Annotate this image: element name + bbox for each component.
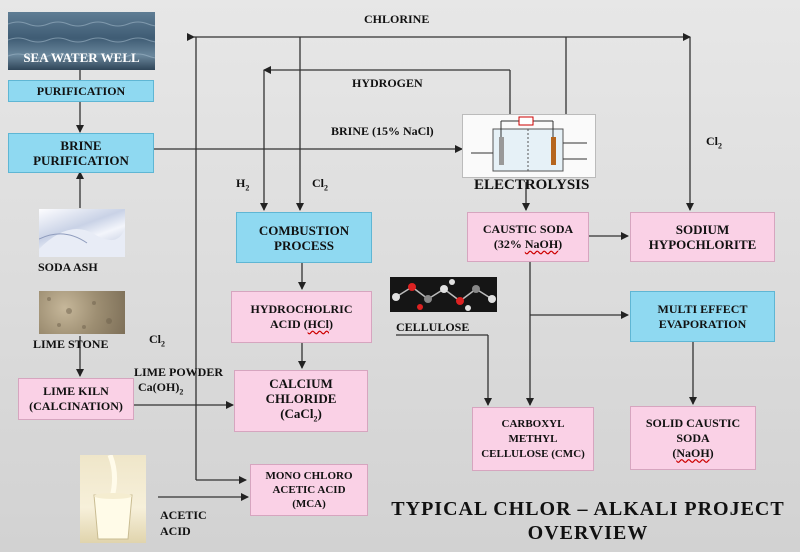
cl2-left-text: Cl [312, 176, 324, 190]
acetic-acid-label-2: ACID [160, 524, 191, 538]
sea-water-well-image: SEA WATER WELL [8, 12, 155, 70]
h2-text: H [236, 176, 246, 190]
combustion-process-box: COMBUSTION PROCESS [236, 212, 372, 263]
soda-ash-label: SODA ASH [38, 260, 98, 274]
cacl2-label-1: CALCIUM [269, 375, 333, 391]
mca-label-1: MONO CHLORO [265, 470, 353, 482]
cacl2-label-3a: (CaCl [280, 405, 314, 421]
cl2-lower-text: Cl [149, 332, 161, 346]
powder-heap-icon [39, 227, 125, 257]
brine-purification-label-1: BRINE [60, 138, 102, 153]
sodium-hypochlorite-box: SODIUM HYPOCHLORITE [630, 212, 775, 262]
hcl-label-2a: ACID ( [269, 317, 308, 331]
combustion-label-1: COMBUSTION [258, 222, 350, 238]
acetic-acid-image [80, 455, 146, 543]
soda-ash-image [39, 209, 125, 257]
sea-water-well-label: SEA WATER WELL [23, 50, 140, 65]
lime-stone-image [39, 291, 125, 334]
caoh2-sub: 2 [179, 387, 184, 397]
solid-caustic-label-3: (NaOH) [672, 446, 713, 461]
water-waves-icon [8, 21, 155, 59]
multi-effect-evaporation-box: MULTI EFFECT EVAPORATION [630, 291, 775, 342]
caoh2-label: Ca(OH)2 [138, 380, 183, 399]
milk-glass-icon [93, 455, 133, 540]
title-line-1: TYPICAL CHLOR – ALKALI PROJECT [391, 498, 785, 520]
brine-label: BRINE (15% NaCl) [331, 124, 434, 138]
combustion-label-2: PROCESS [274, 237, 334, 253]
cl2-right-label: Cl2 [706, 134, 722, 153]
mee-label-2: EVAPORATION [658, 316, 747, 331]
electrolytic-cell-icon [471, 116, 587, 172]
caustic-soda-label-1: CAUSTIC SODA [482, 222, 574, 236]
hcl-label-2b: ) [329, 317, 333, 331]
solid-caustic-label-2: SODA [676, 430, 710, 445]
diagram-title: TYPICAL CHLOR – ALKALI PROJECT OVERVIEW [386, 497, 790, 545]
solid-caustic-label-3a: ( [672, 445, 677, 460]
cacl2-label-3b: ) [317, 405, 322, 421]
cmc-label-3: CELLULOSE (CMC) [481, 447, 585, 460]
solid-caustic-soda-box: SOLID CAUSTIC SODA (NaOH) [630, 406, 756, 470]
hcl-label-2: ACID (HCl) [270, 317, 333, 332]
molecule-structure-icon [392, 279, 496, 311]
cl2-lower-label: Cl2 [149, 332, 165, 351]
caustic-soda-box: CAUSTIC SODA (32% NaOH) [467, 212, 589, 262]
chlorine-label: CHLORINE [364, 12, 430, 26]
purification-label: PURIFICATION [36, 83, 126, 98]
hcl-label-1: HYDROCHOLRIC [250, 302, 353, 316]
cl2-right-sub: 2 [718, 141, 722, 151]
caustic-soda-formula: NaOH [524, 237, 559, 251]
h2-sub: 2 [245, 183, 250, 193]
cl2-right-text: Cl [706, 134, 718, 148]
brine-purification-label-2: PURIFICATION [33, 153, 129, 168]
hydrochloric-acid-box: HYDROCHOLRIC ACID (HCl) [231, 291, 372, 343]
cacl2-sub: 2 [313, 414, 318, 424]
caustic-soda-label-2: (32% NaOH) [494, 237, 562, 252]
title-line-2: OVERVIEW [527, 522, 649, 544]
caoh2-text: Ca(OH) [138, 380, 180, 394]
cacl2-label-2: CHLORIDE [265, 390, 337, 406]
lime-stone-label: LIME STONE [33, 337, 109, 351]
mca-box: MONO CHLORO ACETIC ACID (MCA) [250, 464, 368, 516]
mca-label-2: ACETIC ACID [272, 484, 346, 496]
lime-kiln-box: LIME KILN (CALCINATION) [18, 378, 134, 420]
cl2-left-sub: 2 [324, 183, 328, 193]
caustic-soda-label-2b: ) [558, 237, 563, 251]
calcium-chloride-box: CALCIUM CHLORIDE (CaCl2) [234, 370, 368, 432]
hcl-formula: HCl [307, 317, 329, 331]
electrolysis-label: ELECTROLYSIS [474, 177, 590, 193]
solid-caustic-label-1: SOLID CAUSTIC [645, 415, 741, 430]
sodium-hypochlorite-label-2: HYPOCHLORITE [648, 237, 757, 252]
mca-label-3: (MCA) [292, 498, 326, 510]
cl2-lower-sub: 2 [161, 339, 165, 349]
electrolysis-cell-image [462, 114, 596, 178]
sodium-hypochlorite-label-1: SODIUM [675, 222, 730, 237]
h2-label: H2 [236, 176, 249, 195]
acetic-acid-label-1: ACETIC [160, 508, 207, 522]
lime-kiln-label-2: (CALCINATION) [29, 399, 123, 413]
solid-caustic-formula: NaOH [676, 445, 710, 460]
solid-caustic-label-3b: ) [709, 445, 714, 460]
cmc-label-1: CARBOXYL [501, 417, 565, 430]
cellulose-image [390, 277, 497, 312]
stone-texture-icon [47, 297, 112, 329]
hydrogen-label: HYDROGEN [352, 76, 423, 90]
cellulose-label: CELLULOSE [396, 320, 470, 334]
cacl2-label-3: (CaCl2) [280, 406, 322, 427]
cl2-left-label: Cl2 [312, 176, 328, 195]
brine-purification-box: BRINE PURIFICATION [8, 133, 154, 173]
mee-label-1: MULTI EFFECT [657, 301, 748, 316]
lime-kiln-label-1: LIME KILN [43, 384, 109, 398]
caustic-soda-label-2a: (32% [493, 237, 525, 251]
cmc-box: CARBOXYL METHYL CELLULOSE (CMC) [472, 407, 594, 471]
purification-box: PURIFICATION [8, 80, 154, 102]
cmc-label-2: METHYL [508, 432, 558, 445]
lime-powder-label: LIME POWDER [134, 365, 224, 379]
